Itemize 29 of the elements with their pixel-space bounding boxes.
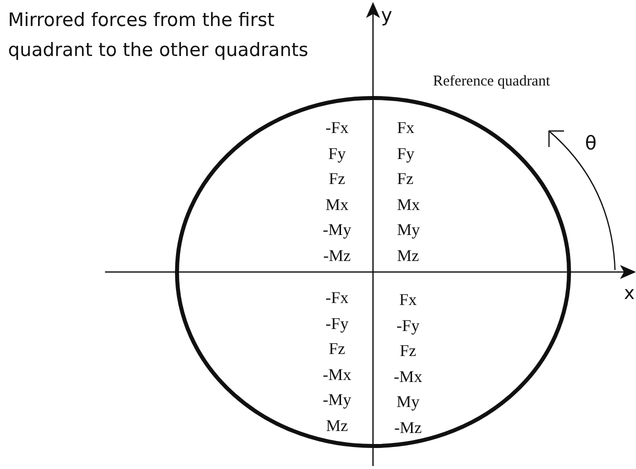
force-component-label: Fx [399, 292, 417, 308]
force-component-label: Fx [397, 120, 414, 136]
force-component-label: Mx [397, 196, 420, 214]
force-component-label: -Mz [394, 420, 422, 436]
angle-label: θ [585, 134, 597, 154]
force-component-label: Fz [400, 342, 416, 360]
force-component-label: Fy [397, 145, 414, 162]
force-component-label: Fz [397, 170, 414, 188]
force-component-label: Fz [328, 170, 346, 188]
force-component-label: Fy [328, 145, 346, 162]
force-component-label: -My [322, 392, 352, 409]
force-component-label: -Fy [326, 315, 348, 332]
force-component-label: -My [322, 222, 352, 239]
force-component-label: Mz [397, 248, 419, 264]
force-component-label: -Mx [394, 368, 422, 386]
force-component-label: -Fx [326, 120, 348, 136]
axis-label: x [624, 285, 635, 303]
force-component-label: Fz [328, 340, 346, 358]
title-text: Mirrored forces from the first quadrant to the other quadrants [8, 9, 310, 63]
force-component-label: -Fx [326, 290, 348, 306]
force-component-label: Mz [326, 418, 348, 434]
force-component-label: -Mz [323, 248, 351, 264]
force-component-label: -Fy [396, 317, 420, 334]
force-component-label: -Mx [322, 366, 352, 384]
force-component-label: My [396, 394, 420, 411]
force-component-label: My [397, 222, 420, 239]
force-component-label: Mx [326, 196, 348, 214]
quadrant-label: Reference quadrant [433, 74, 550, 90]
axis-label: y [381, 6, 392, 26]
